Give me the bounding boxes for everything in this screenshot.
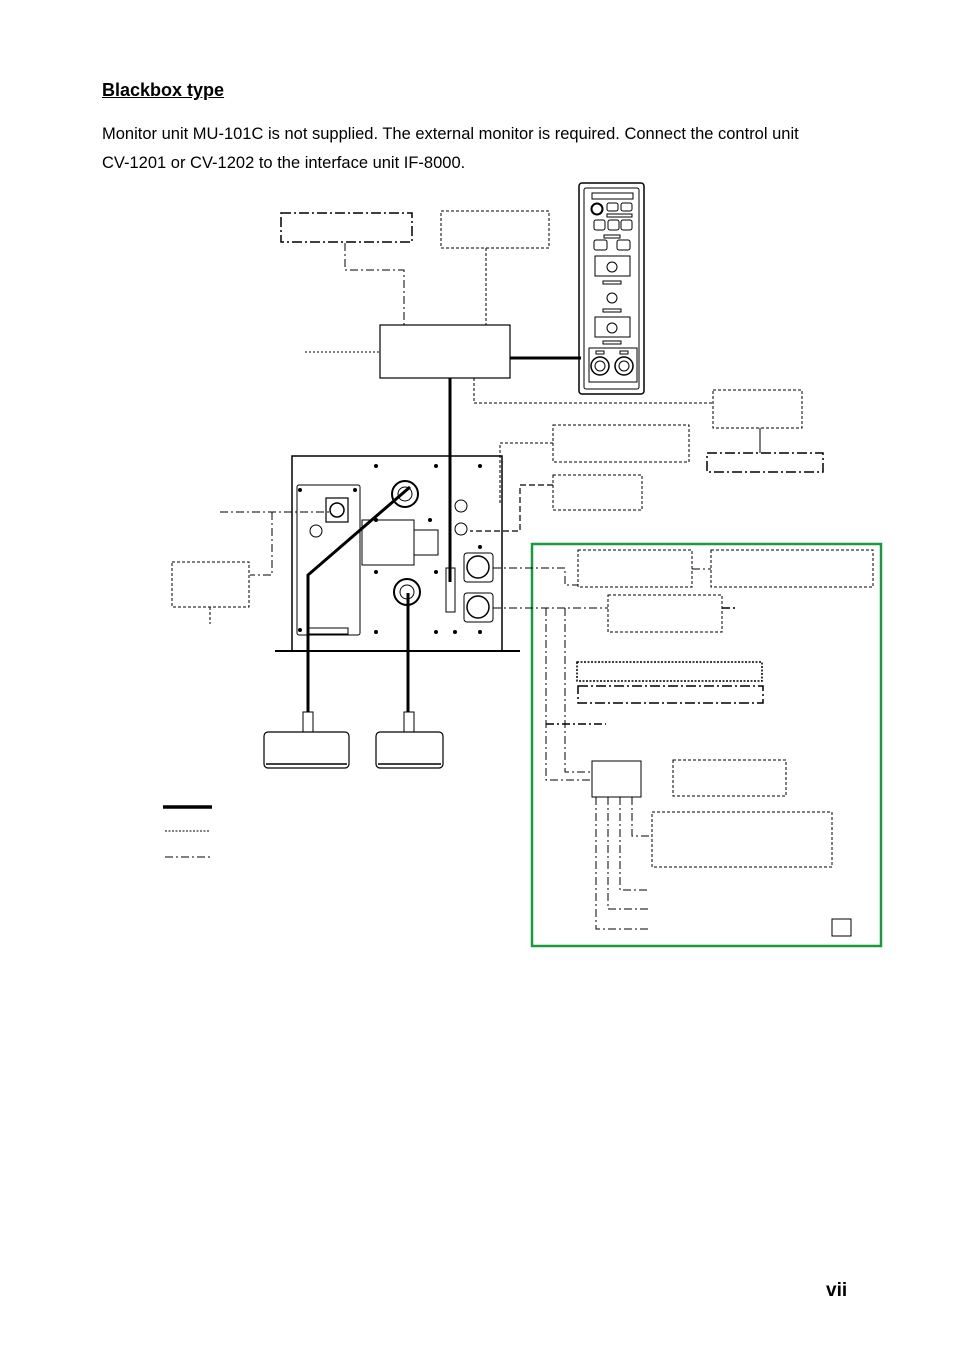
cable-processor-to-network-1 bbox=[493, 567, 578, 586]
network-box-2 bbox=[710, 549, 874, 588]
cable-network-branch-a bbox=[545, 608, 592, 781]
junction-cable-1 bbox=[631, 797, 652, 837]
network-box-5 bbox=[651, 811, 833, 868]
intro-paragraph: Monitor unit MU-101C is not supplied. Th… bbox=[102, 120, 862, 178]
control-unit bbox=[578, 182, 645, 395]
cable-left-external bbox=[220, 511, 330, 576]
cable-interface-right bbox=[473, 378, 712, 404]
external-box-top-middle bbox=[440, 210, 550, 249]
network-box-1 bbox=[577, 549, 693, 588]
junction-cable-2 bbox=[619, 797, 650, 891]
small-square-marker bbox=[831, 918, 852, 937]
section-heading: Blackbox type bbox=[102, 80, 225, 100]
transducer-cable-1 bbox=[306, 485, 411, 712]
cable-mid-2 bbox=[470, 484, 553, 532]
junction-box bbox=[591, 760, 642, 798]
cable-mid-1 bbox=[499, 442, 553, 505]
network-bar-1 bbox=[576, 661, 763, 682]
processor-unit bbox=[275, 455, 520, 652]
cable-top-left bbox=[344, 243, 405, 325]
transducer-1 bbox=[263, 711, 350, 769]
external-box-top-left bbox=[280, 212, 413, 243]
junction-cable-4 bbox=[595, 797, 650, 930]
external-box-right-1 bbox=[712, 389, 803, 429]
intro-line-2: CV-1201 or CV-1202 to the interface unit… bbox=[102, 154, 466, 172]
network-box-4 bbox=[672, 759, 787, 797]
junction-cable-3 bbox=[607, 797, 650, 910]
cable-network-branch-b bbox=[564, 608, 592, 773]
page-number: vii bbox=[826, 1280, 848, 1301]
external-box-left bbox=[171, 561, 250, 608]
interface-unit-box bbox=[379, 324, 511, 379]
transducer-2 bbox=[375, 711, 444, 769]
network-box-3 bbox=[607, 594, 723, 633]
external-box-mid-2 bbox=[552, 474, 643, 511]
highlight-frame bbox=[530, 542, 883, 948]
intro-line-1: Monitor unit MU-101C is not supplied. Th… bbox=[102, 125, 799, 143]
network-bar-2 bbox=[577, 685, 764, 704]
external-box-right-2 bbox=[706, 452, 824, 473]
external-box-mid-1 bbox=[552, 424, 690, 463]
